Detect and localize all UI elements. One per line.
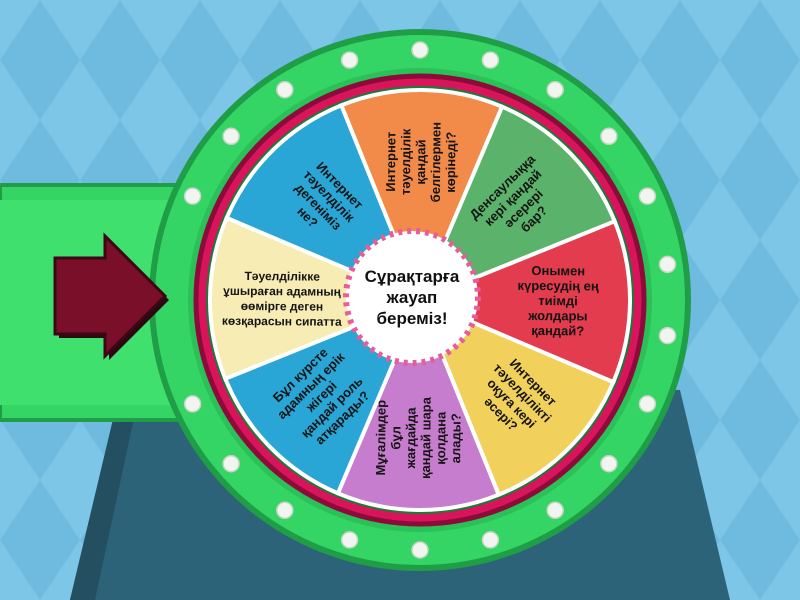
light-bulb-icon — [658, 255, 677, 274]
light-bulb-icon — [411, 541, 429, 559]
light-bulb-icon — [222, 454, 240, 473]
light-bulb-icon — [638, 187, 657, 205]
light-bulb-icon — [546, 80, 564, 99]
wheel-segment[interactable]: Интернеттәуелділіктіоқуға керіәсері? — [416, 296, 616, 498]
light-bulb-icon — [276, 80, 294, 99]
light-bulb-icon — [183, 187, 202, 205]
light-bulb-icon — [600, 454, 618, 473]
wheel-segment[interactable]: Мұғалімдербұлжағдайдақандай шарақолданаа… — [335, 294, 502, 513]
light-bulb-icon — [638, 395, 657, 413]
wheel-segment-slice — [207, 215, 426, 382]
light-bulb-icon — [222, 127, 240, 146]
wheel-stand-shade — [70, 390, 140, 600]
wheel-segment-slice — [335, 294, 502, 513]
wheel-segment-slice — [416, 104, 618, 304]
light-bulb-icon — [658, 326, 677, 345]
light-bulb-icon — [411, 41, 429, 59]
wheel-segment[interactable]: Интернеттәуелділікдегенімізне? — [224, 102, 424, 304]
wheel-segment[interactable]: Денсаулыққакері қандайәсерерібар? — [416, 104, 618, 304]
arrow-right-icon — [53, 232, 169, 360]
spin-wheel[interactable]: Интернеттәуелділікқандайбелгілерменкөрін… — [207, 87, 633, 513]
light-bulb-icon — [600, 127, 618, 146]
light-bulb-icon — [340, 51, 359, 69]
wheel-segment-slice — [338, 87, 505, 306]
wheel-segment[interactable]: Интернеттәуелділікқандайбелгілерменкөрін… — [338, 87, 505, 306]
wheel-segment-label: Интернеттәуелділікқандайбелгілерменкөрін… — [383, 121, 459, 202]
wheel-segment-label: Мұғалімдербұлжағдайдақандай шарақолданаа… — [373, 396, 464, 479]
ring-bulbs — [183, 41, 677, 559]
light-bulb-icon — [183, 395, 202, 413]
wheel-segment-slice — [416, 296, 616, 498]
light-bulb-icon — [546, 501, 564, 520]
light-bulb-icon — [481, 531, 500, 549]
light-bulb-icon — [481, 51, 500, 69]
light-bulb-icon — [276, 501, 294, 520]
wheel-segment-slice — [414, 218, 633, 385]
light-bulb-icon — [340, 531, 359, 549]
